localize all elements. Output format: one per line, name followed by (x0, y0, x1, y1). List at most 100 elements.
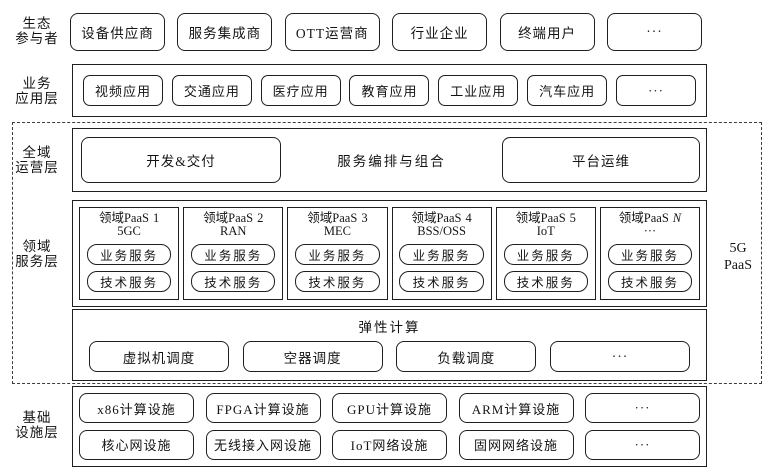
business-service-pill: 业务服务 (191, 244, 276, 265)
5g-paas-scope-label: 5G PaaS (712, 240, 764, 274)
business-service-pill: 业务服务 (295, 244, 380, 265)
layer-label-line: 生态 (22, 16, 52, 31)
infra-box-ran-network: 无线接入网设施 (205, 429, 321, 460)
layer-label-infrastructure: 基础 设施层 (6, 410, 68, 440)
app-box-video: 视频应用 (83, 75, 163, 106)
layer-label-line: 全域 (22, 145, 52, 160)
elastic-box-vm-scheduling: 虚拟机调度 (89, 341, 229, 372)
paas-card-prefix: 领域PaaS (307, 211, 358, 225)
paas-card-number: N (672, 211, 682, 225)
paas-card-subtitle: IoT (536, 224, 555, 238)
infra-box-fpga: FPGA计算设施 (205, 393, 321, 424)
ecosystem-row: 设备供应商 服务集成商 OTT运营商 行业企业 终端用户 ··· (70, 12, 702, 52)
infra-box-arm: ARM计算设施 (458, 393, 574, 424)
infra-box-core-network: 核心网设施 (79, 429, 194, 460)
ops-text-orchestration: 服务编排与组合 (337, 154, 446, 169)
paas-card-subtitle: MEC (323, 224, 351, 238)
layer-label-line: 领域 (22, 239, 52, 254)
paas-card-prefix: 领域PaaS (411, 211, 462, 225)
paas-card-subtitle: 5GC (117, 224, 141, 238)
infra-box-fixed-network: 固网网络设施 (458, 429, 574, 460)
paas-card-number: 1 (152, 211, 160, 225)
business-service-pill: 业务服务 (399, 244, 484, 265)
business-service-pill: 业务服务 (86, 244, 172, 265)
elastic-box-load-scheduling: 负载调度 (396, 341, 537, 372)
infra-box-network-ellipsis: ··· (585, 429, 700, 460)
paas-card-subtitle: RAN (220, 224, 247, 238)
app-box-ellipsis: ··· (615, 75, 696, 106)
application-layer-rect: 视频应用 交通应用 医疗应用 教育应用 工业应用 汽车应用 ··· (72, 64, 707, 117)
ops-box-dev-delivery: 开发&交付 (81, 137, 281, 183)
infra-box-compute-ellipsis: ··· (585, 393, 700, 424)
technical-service-pill: 技术服务 (503, 271, 588, 292)
elastic-computing-rect: 弹性计算 虚拟机调度 空器调度 负载调度 ··· (72, 309, 707, 381)
paas-card-prefix: 领域PaaS (98, 211, 149, 225)
layer-label-line: 应用层 (15, 91, 59, 106)
layer-label-domain-service: 领域 服务层 (6, 239, 68, 269)
layer-label-line: 参与者 (15, 31, 59, 46)
app-box-education: 教育应用 (349, 75, 430, 106)
infra-network-row: 核心网设施 无线接入网设施 IoT网络设施 固网网络设施 ··· (79, 429, 700, 460)
layer-label-line: 运营层 (15, 160, 59, 175)
technical-service-pill: 技术服务 (191, 271, 276, 292)
eco-box-device-supplier: 设备供应商 (70, 13, 165, 51)
5g-paas-dashed-boundary (12, 122, 762, 384)
paas-card-number: 3 (361, 211, 368, 225)
paas-card-subtitle: BSS/OSS (417, 224, 466, 238)
layer-label-line: 服务层 (15, 254, 59, 269)
paas-card-number: 2 (257, 211, 264, 225)
infra-compute-row: x86计算设施 FPGA计算设施 GPU计算设施 ARM计算设施 ··· (79, 393, 700, 424)
elastic-computing-title: 弹性计算 (358, 320, 421, 335)
layer-label-application: 业务 应用层 (6, 76, 68, 106)
ops-box-platform-om: 平台运维 (502, 137, 700, 183)
infrastructure-layer-rect: x86计算设施 FPGA计算设施 GPU计算设施 ARM计算设施 ··· 核心网… (72, 386, 707, 467)
business-service-pill: 业务服务 (503, 244, 588, 265)
eco-box-industry-enterprise: 行业企业 (392, 13, 488, 51)
paas-card-prefix: 领域PaaS (618, 211, 669, 225)
layer-label-line: 基础 (22, 410, 52, 425)
app-box-industry: 工业应用 (438, 75, 519, 106)
technical-service-pill: 技术服务 (86, 271, 172, 292)
layer-label-operations: 全域 运营层 (6, 145, 68, 175)
elastic-box-container-scheduling: 空器调度 (242, 341, 383, 372)
operations-layer-rect: 开发&交付 服务编排与组合 平台运维 (72, 128, 707, 192)
eco-box-service-integrator: 服务集成商 (177, 13, 273, 51)
scope-label-line: 5G (729, 241, 747, 256)
elastic-computing-row: 虚拟机调度 空器调度 负载调度 ··· (73, 341, 706, 372)
paas-card-prefix: 领域PaaS (515, 211, 566, 225)
paas-card-subtitle: ··· (643, 224, 657, 238)
technical-service-pill: 技术服务 (399, 271, 484, 292)
app-box-medical: 医疗应用 (260, 75, 341, 106)
eco-box-end-user: 终端用户 (499, 13, 595, 51)
app-box-traffic: 交通应用 (171, 75, 252, 106)
eco-box-ellipsis: ··· (606, 13, 702, 51)
technical-service-pill: 技术服务 (607, 271, 693, 292)
paas-card-number: 5 (569, 211, 576, 225)
elastic-box-ellipsis: ··· (549, 341, 690, 372)
infra-box-gpu: GPU计算设施 (332, 393, 447, 424)
scope-label-line: PaaS (724, 258, 752, 273)
eco-box-ott-operator: OTT运营商 (284, 13, 380, 51)
business-service-pill: 业务服务 (607, 244, 693, 265)
layer-label-ecosystem: 生态 参与者 (6, 16, 68, 46)
infra-box-x86: x86计算设施 (79, 393, 194, 424)
technical-service-pill: 技术服务 (295, 271, 380, 292)
app-box-automotive: 汽车应用 (527, 75, 608, 106)
infra-box-iot-network: IoT网络设施 (332, 429, 447, 460)
paas-card-prefix: 领域PaaS (203, 211, 254, 225)
layer-label-line: 设施层 (15, 425, 59, 440)
